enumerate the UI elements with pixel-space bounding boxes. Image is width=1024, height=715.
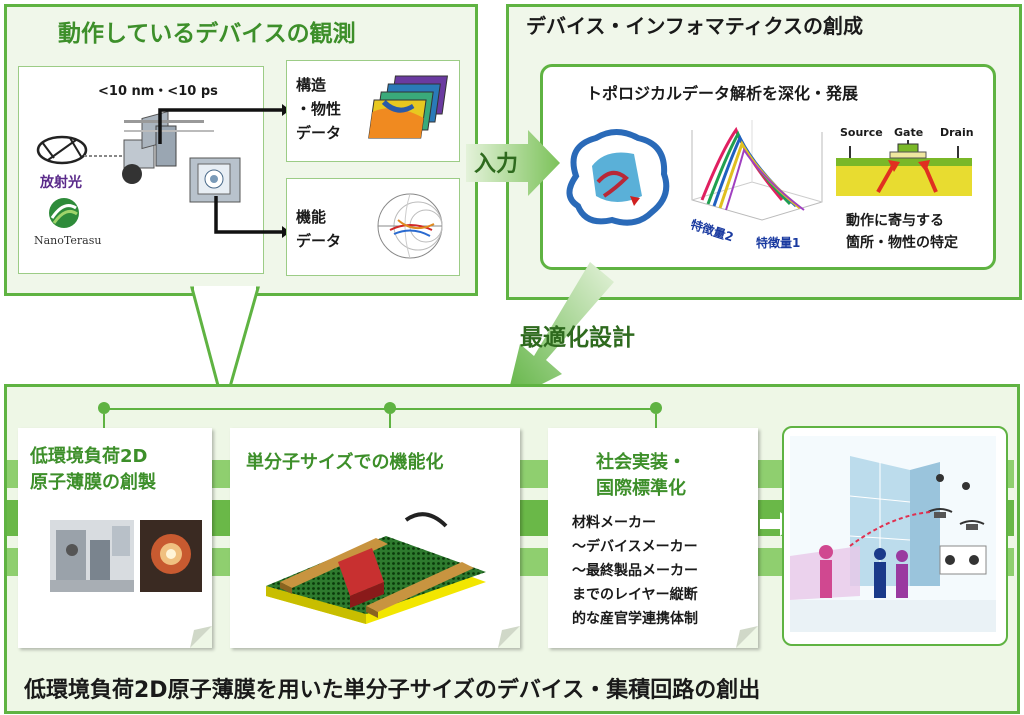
radiation-label: 放射光 <box>40 175 82 191</box>
smith-chart-icon <box>377 193 443 259</box>
tda-subtitle: トポロジカルデータ解析を深化・発展 <box>586 84 859 103</box>
informatics-title: デバイス・インフォマティクスの創成 <box>526 14 863 38</box>
function-label-2: データ <box>296 232 342 250</box>
input-arrow <box>466 130 560 196</box>
structure-label-2: ・物性 <box>296 100 342 118</box>
step3-title-1: 社会実装・ <box>596 452 686 473</box>
transistor-cross-section-illustration <box>836 140 972 196</box>
nanoterasu-logo-icon <box>49 198 79 228</box>
step2-card-fold <box>498 626 520 648</box>
resolution-label: <10 nm・<10 ps <box>98 84 218 99</box>
structure-map-stack-illustration <box>368 75 449 139</box>
step1-card-fold <box>190 626 212 648</box>
identify-label-1: 動作に寄与する <box>846 213 944 229</box>
smart-city-illustration <box>790 436 996 632</box>
synchrotron-ring-icon <box>36 135 88 165</box>
timeline-dot-2 <box>384 402 396 414</box>
gate-label: Gate <box>894 126 924 139</box>
timeline-tick-1 <box>103 414 105 428</box>
optimize-arrow <box>506 262 614 402</box>
observation-callout-tail <box>190 286 260 412</box>
step3-body-line-1: 材料メーカー <box>572 515 656 531</box>
step3-title-2: 国際標準化 <box>596 478 686 499</box>
brain-topology-illustration <box>566 129 670 226</box>
timeline-dot-3 <box>650 402 662 414</box>
lab-equipment-photo <box>50 520 134 592</box>
timeline-tick-2 <box>389 414 391 428</box>
source-label: Source <box>840 126 883 139</box>
structure-label-3: データ <box>296 124 342 142</box>
step-card-standardization <box>548 428 758 648</box>
timeline-line <box>104 408 660 410</box>
timeline-dot-1 <box>98 402 110 414</box>
feature-axis-1-label: 特徴量1 <box>756 236 801 250</box>
furnace-photo <box>140 520 202 592</box>
step3-card-fold <box>736 626 758 648</box>
feature-scatter-3d-plot <box>691 120 823 221</box>
footer-title: 低環境負荷2D原子薄膜を用いた単分子サイズのデバイス・集積回路の創出 <box>24 678 761 703</box>
observation-title: 動作しているデバイスの観測 <box>58 21 356 47</box>
step3-body-line-4: までのレイヤー縦断 <box>572 587 698 603</box>
input-arrow-label: 入力 <box>474 152 519 177</box>
structure-label-1: 構造 <box>296 76 327 94</box>
step3-body-line-3: 〜最終製品メーカー <box>572 563 698 579</box>
drain-label: Drain <box>940 126 974 139</box>
measurement-apparatus-illustration <box>84 110 241 203</box>
optimize-arrow-label: 最適化設計 <box>520 325 635 351</box>
timeline-tick-3 <box>655 414 657 428</box>
step1-title-1: 低環境負荷2D <box>30 446 148 467</box>
step2-title: 単分子サイズでの機能化 <box>246 452 444 473</box>
identify-label-2: 箇所・物性の特定 <box>846 235 958 251</box>
flow-arrows <box>158 104 290 238</box>
molecular-device-illustration <box>266 512 486 624</box>
step1-title-2: 原子薄膜の創製 <box>30 472 156 493</box>
nanoterasu-logo-text: NanoTerasu <box>34 234 102 247</box>
step3-body-line-2: 〜デバイスメーカー <box>572 539 698 555</box>
function-label-1: 機能 <box>296 208 327 226</box>
step3-body-line-5: 的な産官学連携体制 <box>572 611 698 627</box>
